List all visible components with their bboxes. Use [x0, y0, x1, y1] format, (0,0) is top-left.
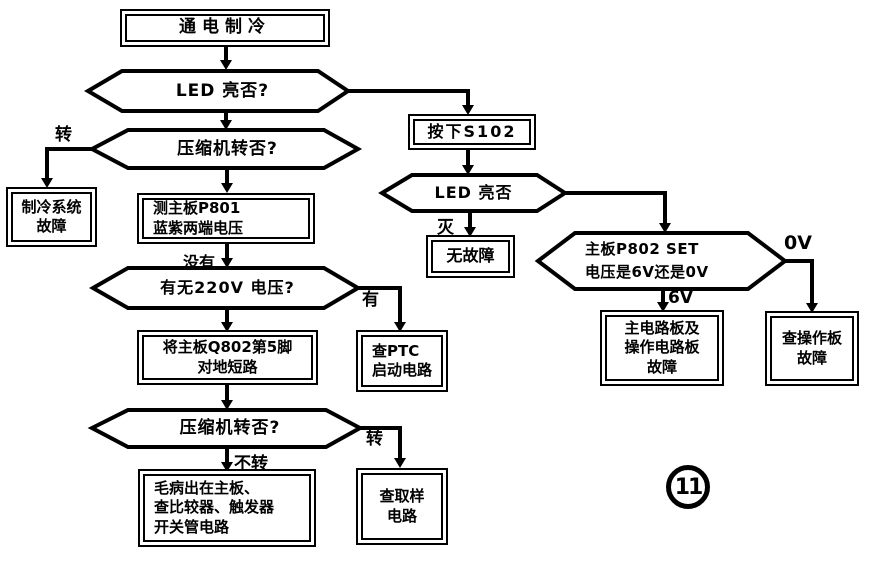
decision-compressor-1-label: 压缩机转否?: [177, 139, 278, 159]
decision-led-lit-1-label: LED 亮否?: [175, 81, 270, 101]
edge-label-not-turning: 不转: [234, 454, 268, 474]
node-check-op-board-fault: 查操作板 故障: [765, 311, 859, 386]
decision-220v-label: 有无220V 电压?: [160, 278, 295, 297]
edge-label-has-voltage: 有: [362, 290, 379, 310]
edge-label-no-voltage: 没有: [183, 253, 216, 272]
page-number-badge: 11: [666, 465, 710, 509]
node-cooling-system-fault: 制冷系统 故障: [6, 187, 97, 247]
node-mainboard-comparator-fault: 毛病出在主板、 查比较器、触发器 开关管电路: [138, 469, 316, 547]
edge-label-6v: 6V: [668, 288, 693, 308]
decision-compressor-1-shape: [87, 128, 363, 170]
edge-label-led-off: 灭: [437, 218, 454, 238]
node-check-ptc-start-circuit: 查PTC 启动电路: [356, 330, 448, 392]
decision-led-lit-2-label: LED 亮否: [434, 183, 513, 202]
node-press-s102: 按下S102: [408, 114, 536, 150]
node-check-sampling-circuit: 查取样 电路: [356, 468, 448, 545]
edge-label-turns-2: 转: [366, 429, 383, 449]
node-short-q802-pin5: 将主板Q802第5脚 对地短路: [137, 330, 318, 385]
node-no-fault: 无故障: [426, 235, 515, 278]
decision-p802-set-label: 主板P802 SET 电压是6V还是0V: [585, 240, 709, 282]
node-main-and-op-board-fault: 主电路板及 操作电路板 故障: [600, 310, 724, 386]
decision-compressor-2-label: 压缩机转否?: [179, 418, 281, 438]
edge-label-turns-1: 转: [55, 125, 72, 145]
edge-label-0v: 0V: [784, 232, 812, 254]
node-power-on-cooling: 通电制冷: [120, 9, 330, 47]
arrowheads: [41, 60, 818, 472]
node-measure-p801-voltage: 测主板P801 蓝紫两端电压: [137, 193, 315, 244]
